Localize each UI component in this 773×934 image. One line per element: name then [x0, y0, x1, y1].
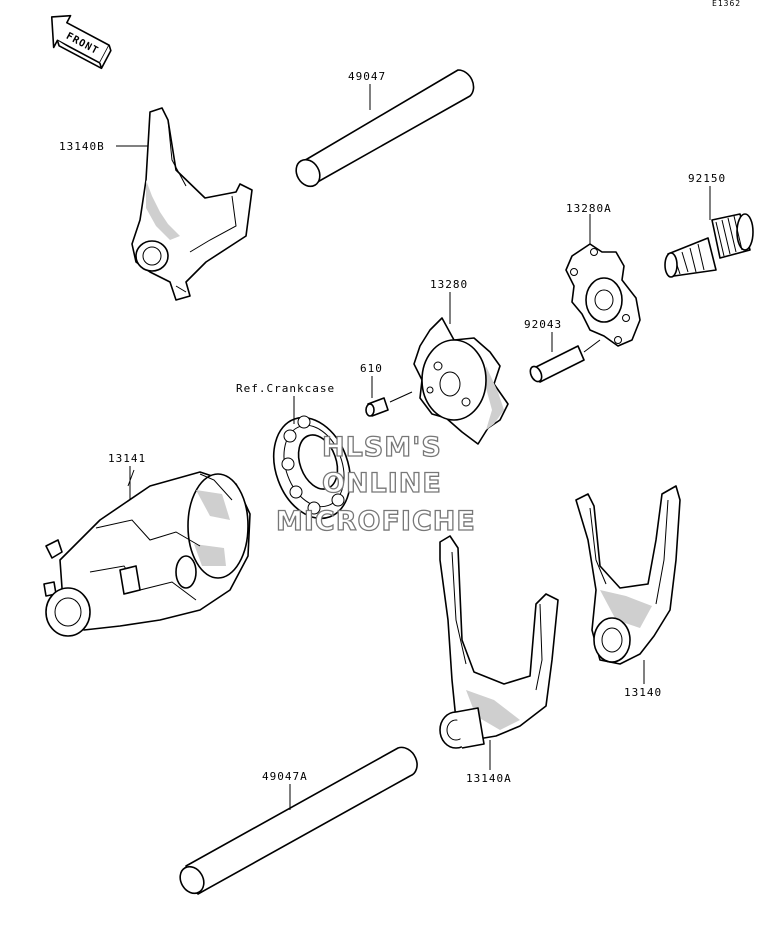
- watermark-line2: ONLINE: [322, 468, 442, 499]
- front-arrow-icon: FRONT: [50, 14, 112, 70]
- label-49047: 49047: [348, 70, 386, 83]
- shift-drum-holder-13280A: [565, 243, 641, 347]
- label-49047A: 49047A: [262, 770, 308, 783]
- shift-rod-49047: [295, 69, 475, 188]
- shift-drum-13141: [43, 469, 251, 637]
- label-13140: 13140: [624, 686, 662, 699]
- shift-rod-49047A: [179, 746, 418, 895]
- label-610: 610: [360, 362, 383, 375]
- label-ref-crankcase: Ref.Crankcase: [236, 382, 335, 395]
- watermark-line3: MICROFICHE: [276, 506, 476, 537]
- label-92043: 92043: [524, 318, 562, 331]
- shift-fork-13140: [575, 485, 681, 665]
- label-13140B: 13140B: [59, 140, 105, 153]
- label-13280A: 13280A: [566, 202, 612, 215]
- pin-92043: [529, 345, 585, 383]
- label-92150: 92150: [688, 172, 726, 185]
- shift-fork-13140B: [131, 107, 253, 301]
- diagram-code: E1362: [712, 0, 741, 8]
- label-13140A: 13140A: [466, 772, 512, 785]
- shift-drum-pin-holder-13280: [413, 317, 509, 445]
- shift-fork-13140A: [439, 535, 559, 749]
- label-13280: 13280: [430, 278, 468, 291]
- watermark-line1: HLSM'S: [322, 432, 442, 463]
- label-13141: 13141: [108, 452, 146, 465]
- bolt-92150: [664, 213, 754, 278]
- bearing-ref-crankcase: [272, 415, 352, 520]
- watermark: HLSM'S ONLINE MICROFICHE: [275, 431, 476, 537]
- pin-610: [365, 397, 389, 417]
